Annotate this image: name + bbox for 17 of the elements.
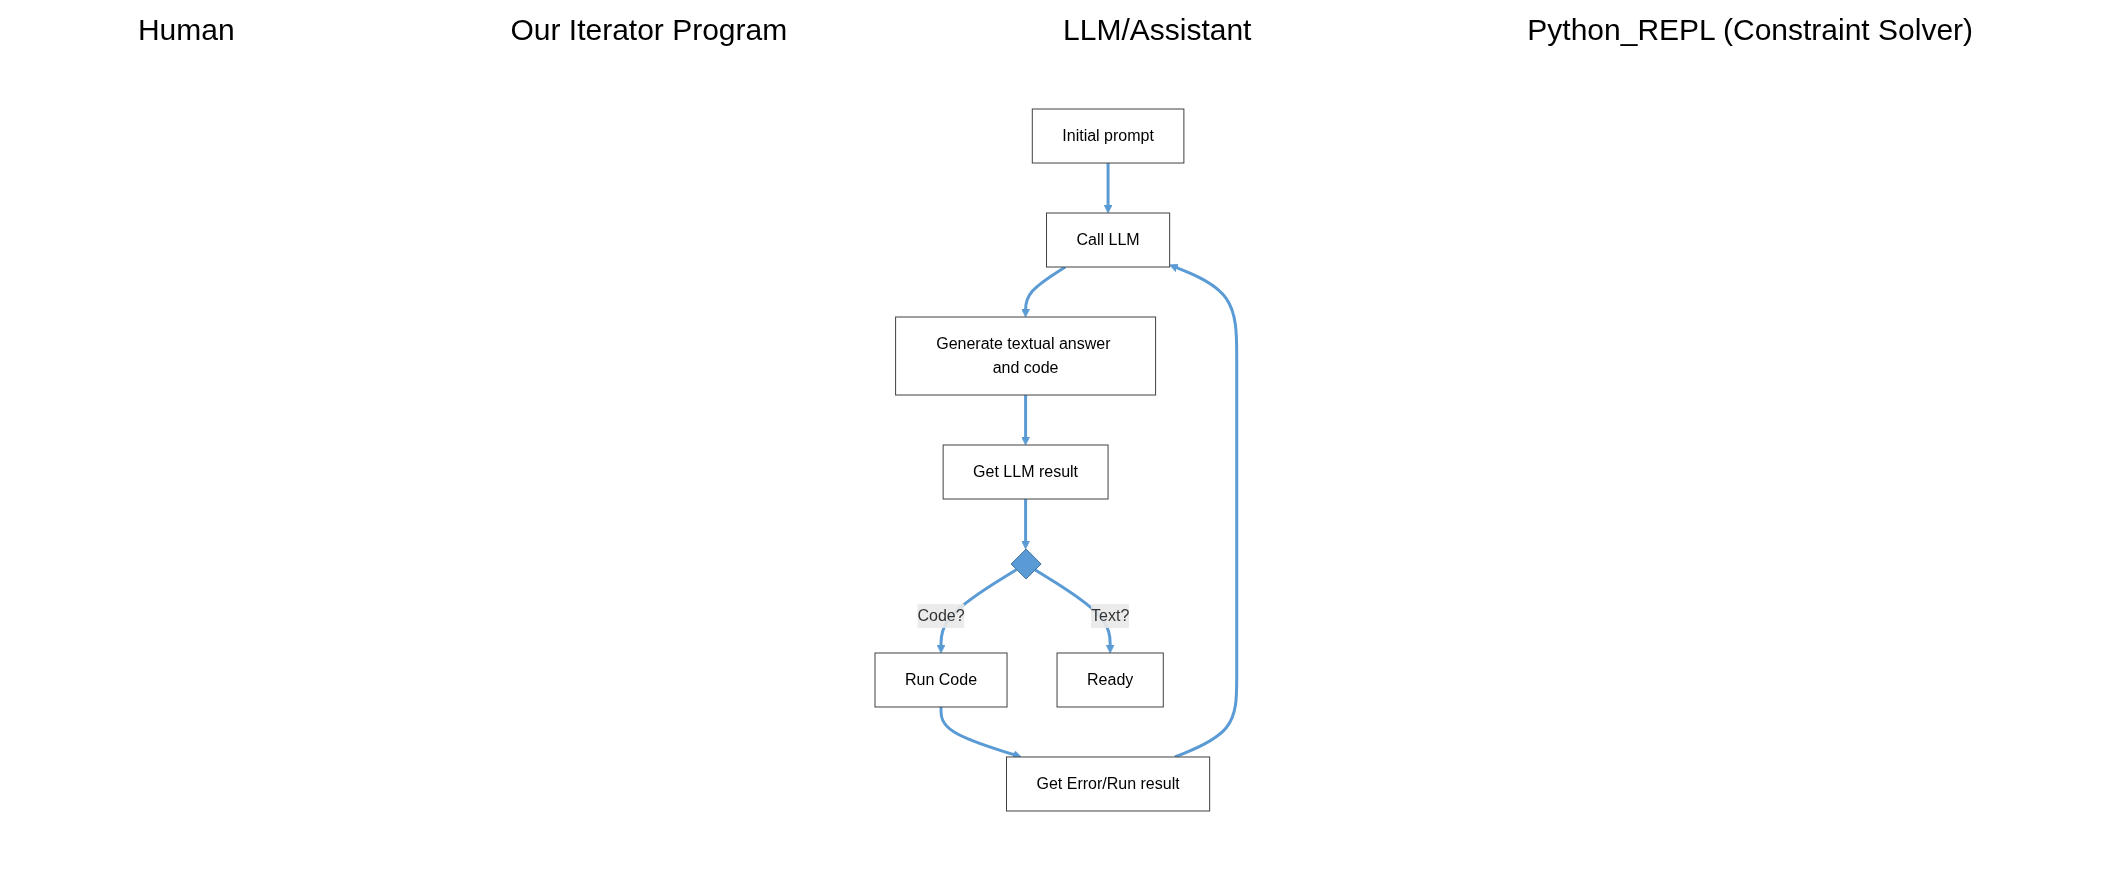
edge-label: Code? xyxy=(917,606,965,624)
column-heading: Python_REPL (Constraint Solver) xyxy=(1527,13,1974,47)
edge-label: Text? xyxy=(1090,606,1129,624)
node-box: Initial prompt xyxy=(1031,108,1184,164)
arrow xyxy=(1103,163,1113,214)
arrow xyxy=(1020,395,1030,446)
column-heading: LLM/Assistant xyxy=(1063,13,1252,47)
node-box: Ready xyxy=(1056,652,1164,708)
node-box: Call LLM xyxy=(1045,212,1170,268)
node-diamond xyxy=(1010,548,1042,580)
node-box: Generate textual answer and code xyxy=(894,316,1156,396)
column-heading: Our Iterator Program xyxy=(510,13,788,47)
node-box: Run Code xyxy=(874,652,1008,708)
column-heading: Human xyxy=(137,13,235,47)
node-box: Get Error/Run result xyxy=(1005,756,1210,812)
arrow xyxy=(1020,499,1030,550)
node-box: Get LLM result xyxy=(942,444,1109,500)
